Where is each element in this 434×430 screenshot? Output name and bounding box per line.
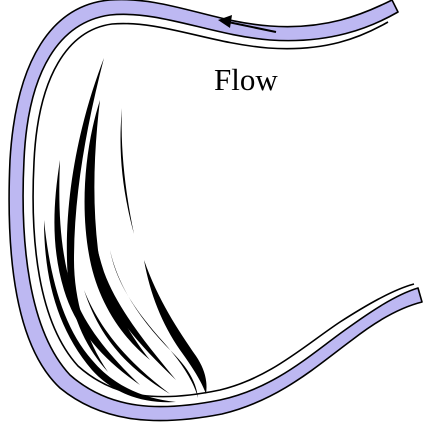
strand: [121, 108, 135, 234]
fibrous-strands: [44, 58, 207, 402]
strand: [85, 100, 150, 360]
strand: [144, 260, 207, 394]
flow-label: Flow: [214, 62, 278, 97]
